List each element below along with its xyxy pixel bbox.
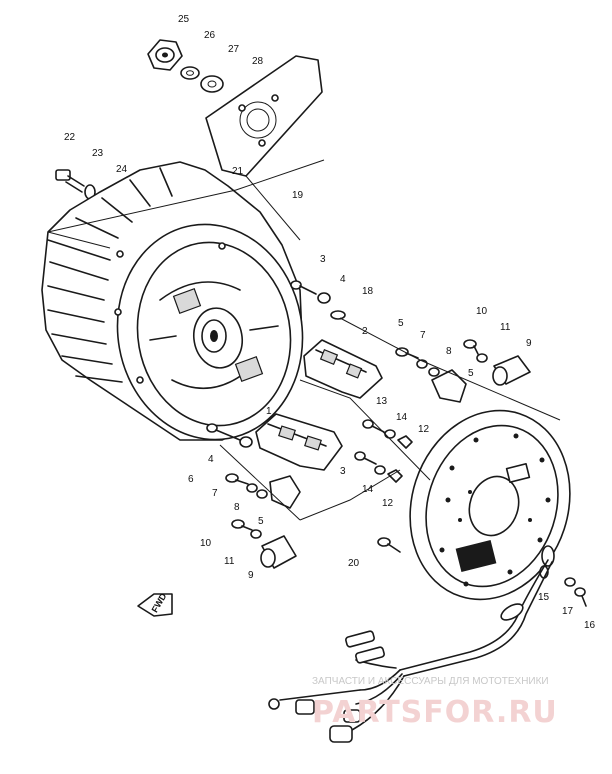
part-washer-11b <box>250 529 262 539</box>
callout-7a: 7 <box>420 330 426 341</box>
callout-11b: 11 <box>224 556 235 567</box>
callout-20: 20 <box>348 558 360 569</box>
callout-9b: 9 <box>248 570 254 581</box>
wire-harness <box>268 559 553 743</box>
callout-8b: 8 <box>234 502 240 513</box>
callout-25: 25 <box>178 14 190 25</box>
callout-9a: 9 <box>526 338 532 349</box>
leader-lines <box>47 159 561 521</box>
part-washer-18 <box>330 310 346 320</box>
part-screw-3b <box>354 451 377 465</box>
callout-2: 2 <box>362 326 368 337</box>
part-washer-8a <box>428 367 440 377</box>
callout-1: 1 <box>266 406 272 417</box>
part-washer-8b <box>256 489 268 499</box>
callout-6: 6 <box>188 474 194 485</box>
part-screw-20 <box>377 537 401 553</box>
callout-16: 16 <box>584 620 596 631</box>
part-screw-10b <box>231 519 253 531</box>
callout-14a: 14 <box>396 412 408 423</box>
part-washer-7b <box>246 483 258 493</box>
part-washer-14a <box>384 429 396 439</box>
callout-18: 18 <box>362 286 374 297</box>
part-screw-16 <box>574 587 587 607</box>
callout-4b: 4 <box>208 454 214 465</box>
callout-4a: 4 <box>340 274 346 285</box>
fwd-arrow: FWD <box>137 591 173 617</box>
callout-13: 13 <box>376 396 388 407</box>
callout-labels: 25 26 27 28 22 23 24 21 19 3 4 18 2 5 7 … <box>64 14 596 631</box>
callout-27: 27 <box>228 44 240 55</box>
callout-10b: 10 <box>200 538 212 549</box>
callout-17: 17 <box>562 606 574 617</box>
part-bolt-22 <box>55 169 85 193</box>
callout-23: 23 <box>92 148 104 159</box>
part-condenser-9b <box>260 535 297 569</box>
part-clamp-5b <box>269 475 301 509</box>
callout-5a: 5 <box>398 318 404 329</box>
callout-11a: 11 <box>500 322 511 333</box>
callout-24: 24 <box>116 164 128 175</box>
part-nut-12b <box>387 469 403 483</box>
callout-19: 19 <box>292 190 304 201</box>
part-washer-11a <box>476 353 488 363</box>
callout-3b: 3 <box>340 466 346 477</box>
watermark-site: PARTSFOR.RU <box>312 695 558 730</box>
callout-14b: 14 <box>362 484 374 495</box>
callout-5b: 5 <box>468 368 474 379</box>
callout-12b: 12 <box>382 498 394 509</box>
part-screw-10a <box>463 339 479 355</box>
part-nut-25 <box>147 39 183 71</box>
callout-5c: 5 <box>258 516 264 527</box>
part-nut-12a <box>397 435 413 449</box>
part-condenser-9a <box>492 355 531 386</box>
callout-12a: 12 <box>418 424 430 435</box>
callout-7b: 7 <box>212 488 218 499</box>
callout-28: 28 <box>252 56 264 67</box>
watermark: ЗАПЧАСТИ И АКСЕССУАРЫ ДЛЯ МОТОТЕХНИКИ PA… <box>312 676 558 730</box>
part-clamp-5a <box>431 369 467 403</box>
callout-3a: 3 <box>320 254 326 265</box>
callout-15: 15 <box>538 592 550 603</box>
part-washer-26 <box>180 66 200 80</box>
callout-26: 26 <box>204 30 216 41</box>
flywheel-rotor <box>41 161 304 441</box>
part-breaker-1 <box>255 413 343 471</box>
stator-base-plate <box>409 409 571 601</box>
callout-22: 22 <box>64 132 76 143</box>
part-screw-4b <box>206 423 253 448</box>
callout-8a: 8 <box>446 346 452 357</box>
part-washer-4a <box>317 292 331 304</box>
part-grommet-15 <box>539 545 555 579</box>
part-plate-28 <box>205 55 323 177</box>
callout-21: 21 <box>232 166 244 177</box>
part-washer-14b <box>374 465 386 475</box>
watermark-tagline: ЗАПЧАСТИ И АКСЕССУАРЫ ДЛЯ МОТОТЕХНИКИ <box>312 676 549 687</box>
part-breaker-2 <box>303 339 383 399</box>
callout-10a: 10 <box>476 306 488 317</box>
part-washer-27 <box>200 75 224 93</box>
part-screw-6b <box>225 473 249 485</box>
part-screw-3a <box>290 280 317 295</box>
part-clamp-17 <box>564 577 576 587</box>
